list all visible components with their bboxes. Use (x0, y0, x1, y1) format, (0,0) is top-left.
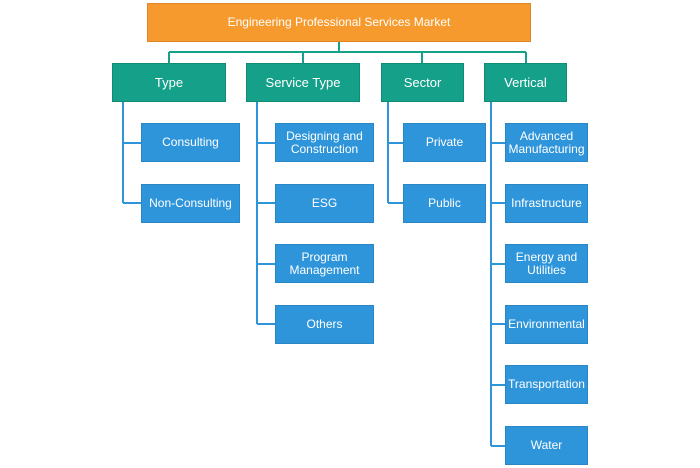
leaf-advanced-manufacturing: Advanced Manufacturing (505, 123, 588, 162)
leaf-esg: ESG (275, 184, 374, 223)
leaf-non-consulting: Non-Consulting (141, 184, 240, 223)
leaf-consulting: Consulting (141, 123, 240, 162)
leaf-water: Water (505, 426, 588, 465)
leaf-environmental: Environmental (505, 305, 588, 344)
leaf-infrastructure: Infrastructure (505, 184, 588, 223)
leaf-energy-and-utilities: Energy and Utilities (505, 244, 588, 283)
category-vertical: Vertical (484, 63, 567, 102)
leaf-transportation: Transportation (505, 365, 588, 404)
leaf-public: Public (403, 184, 486, 223)
category-service-type: Service Type (246, 63, 360, 102)
leaf-designing-and-construction: Designing and Construction (275, 123, 374, 162)
root-node: Engineering Professional Services Market (147, 3, 531, 42)
leaf-program-management: Program Management (275, 244, 374, 283)
leaf-others: Others (275, 305, 374, 344)
category-sector: Sector (381, 63, 464, 102)
leaf-private: Private (403, 123, 486, 162)
category-type: Type (112, 63, 226, 102)
